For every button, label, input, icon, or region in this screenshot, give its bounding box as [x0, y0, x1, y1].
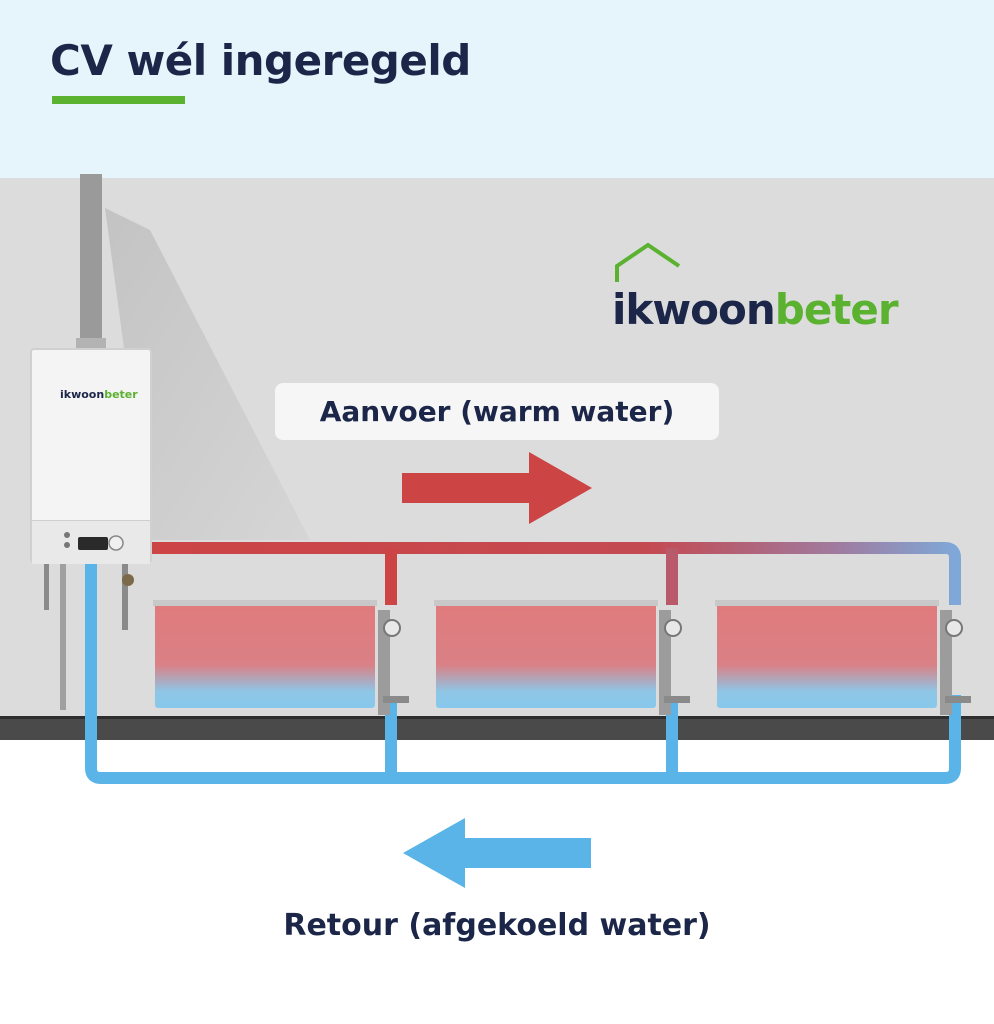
boiler-valve [122, 574, 134, 586]
floor [0, 716, 994, 740]
cv-boiler: ikwoonbeter [30, 348, 152, 564]
boiler-logo-part2: beter [104, 388, 138, 401]
flue-collar [76, 338, 106, 350]
title-underline [52, 96, 185, 104]
boiler-pipe-3 [122, 560, 128, 630]
wall-shadow [105, 208, 310, 540]
return-riser-1 [385, 700, 397, 776]
boiler-control-panel [32, 520, 150, 564]
page-title: CV wél ingeregeld [50, 36, 471, 85]
boiler-logo: ikwoonbeter [60, 388, 138, 401]
thermostat-valve-3 [940, 610, 971, 715]
arrow-right-icon [402, 452, 592, 524]
supply-riser-2 [666, 548, 678, 605]
boiler-logo-part1: ikwoon [60, 388, 105, 401]
bottom-area [0, 740, 994, 1024]
boiler-controls [64, 532, 124, 551]
house-roof-icon [615, 242, 681, 282]
thermostat-valve-2 [659, 610, 690, 715]
boiler-pipe-1 [44, 560, 49, 610]
header-band [0, 0, 994, 178]
supply-label-box [275, 383, 719, 440]
radiator-1 [153, 600, 377, 708]
brand-logo: ikwoonbeter [612, 285, 899, 334]
thermostat-valve-1 [378, 610, 409, 715]
flue-pipe [80, 174, 102, 350]
floor-edge [0, 716, 994, 719]
radiator-3 [715, 600, 939, 708]
arrow-left-icon [403, 818, 591, 888]
brand-logo-part1: ikwoon [612, 285, 776, 334]
supply-label: Aanvoer (warm water) [319, 395, 675, 428]
return-label: Retour (afgekoeld water) [283, 908, 711, 943]
supply-pipe [152, 542, 961, 605]
radiator-2 [434, 600, 658, 708]
return-pipe [85, 562, 961, 784]
brand-logo-part2: beter [774, 285, 899, 334]
supply-riser-1 [385, 548, 397, 605]
boiler-pipe-2 [60, 560, 66, 710]
return-riser-2 [666, 700, 678, 776]
